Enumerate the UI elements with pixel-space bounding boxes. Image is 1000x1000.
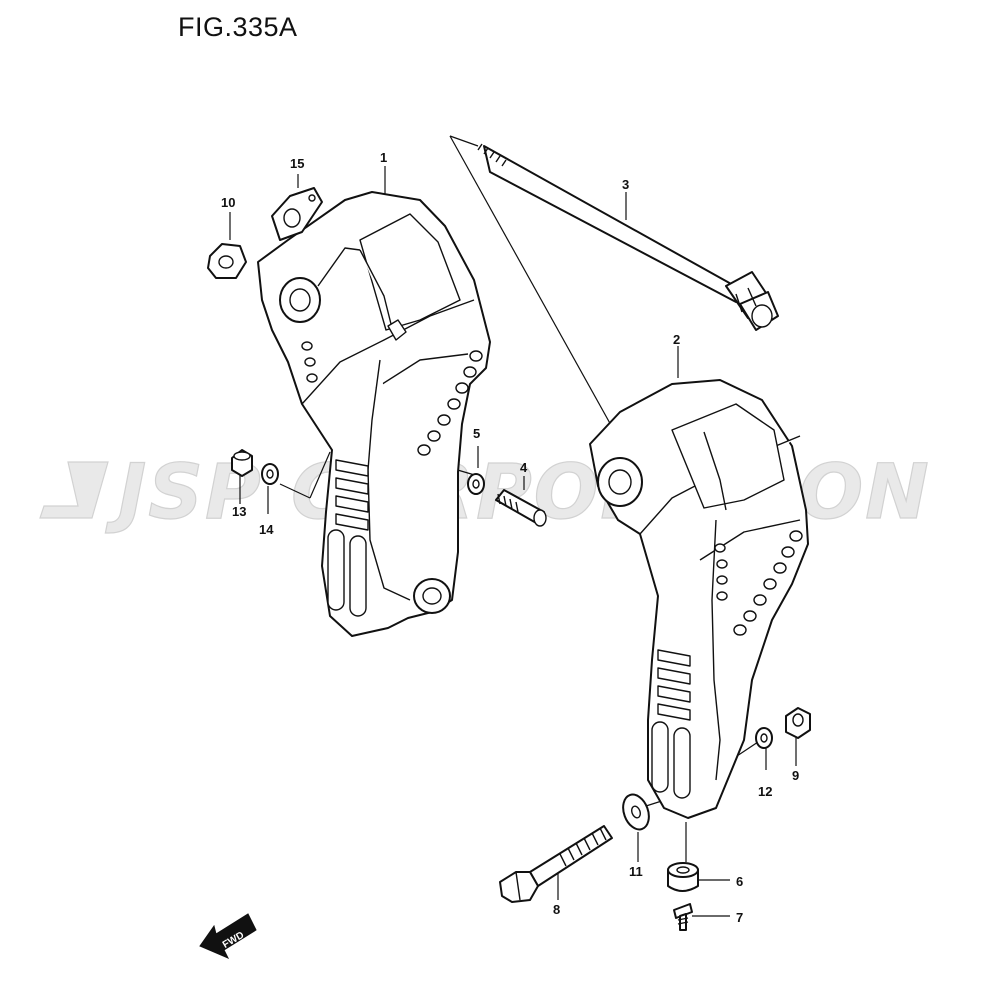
washer-11[interactable] bbox=[619, 791, 654, 833]
callout-11: 11 bbox=[629, 864, 643, 879]
callout-9: 9 bbox=[792, 768, 799, 783]
washer-12[interactable] bbox=[755, 727, 773, 749]
bushing-6[interactable] bbox=[667, 862, 699, 892]
tilt-tube-rod[interactable] bbox=[477, 143, 779, 331]
plate-15[interactable] bbox=[271, 187, 323, 241]
bolt-8[interactable] bbox=[499, 825, 613, 903]
callout-1: 1 bbox=[380, 150, 387, 165]
stud-bolt[interactable] bbox=[495, 489, 547, 527]
callout-2: 2 bbox=[673, 332, 680, 347]
callouts: 1 2 3 4 5 6 7 8 9 10 11 12 13 14 15 bbox=[221, 150, 799, 925]
callout-12: 12 bbox=[758, 784, 772, 799]
nut-9[interactable] bbox=[785, 707, 811, 739]
nut-13[interactable] bbox=[231, 449, 253, 477]
callout-5: 5 bbox=[473, 426, 480, 441]
callout-10: 10 bbox=[221, 195, 235, 210]
callout-6: 6 bbox=[736, 874, 743, 889]
callout-7: 7 bbox=[736, 910, 743, 925]
callout-15: 15 bbox=[290, 156, 304, 171]
callout-8: 8 bbox=[553, 902, 560, 917]
callout-14: 14 bbox=[259, 522, 274, 537]
hex-nut-10[interactable] bbox=[207, 243, 247, 279]
callout-13: 13 bbox=[232, 504, 246, 519]
callout-3: 3 bbox=[622, 177, 629, 192]
callout-4: 4 bbox=[520, 460, 528, 475]
fwd-arrow-icon: FWD bbox=[199, 913, 257, 959]
washer-14[interactable] bbox=[261, 463, 279, 485]
washer-5[interactable] bbox=[467, 473, 485, 495]
clamp-bracket-right[interactable] bbox=[589, 379, 809, 819]
screw-7[interactable] bbox=[673, 903, 693, 931]
figure-title: FIG.335A bbox=[178, 12, 298, 42]
clamp-bracket-left[interactable] bbox=[257, 191, 491, 637]
watermark-logo-icon bbox=[39, 461, 109, 519]
